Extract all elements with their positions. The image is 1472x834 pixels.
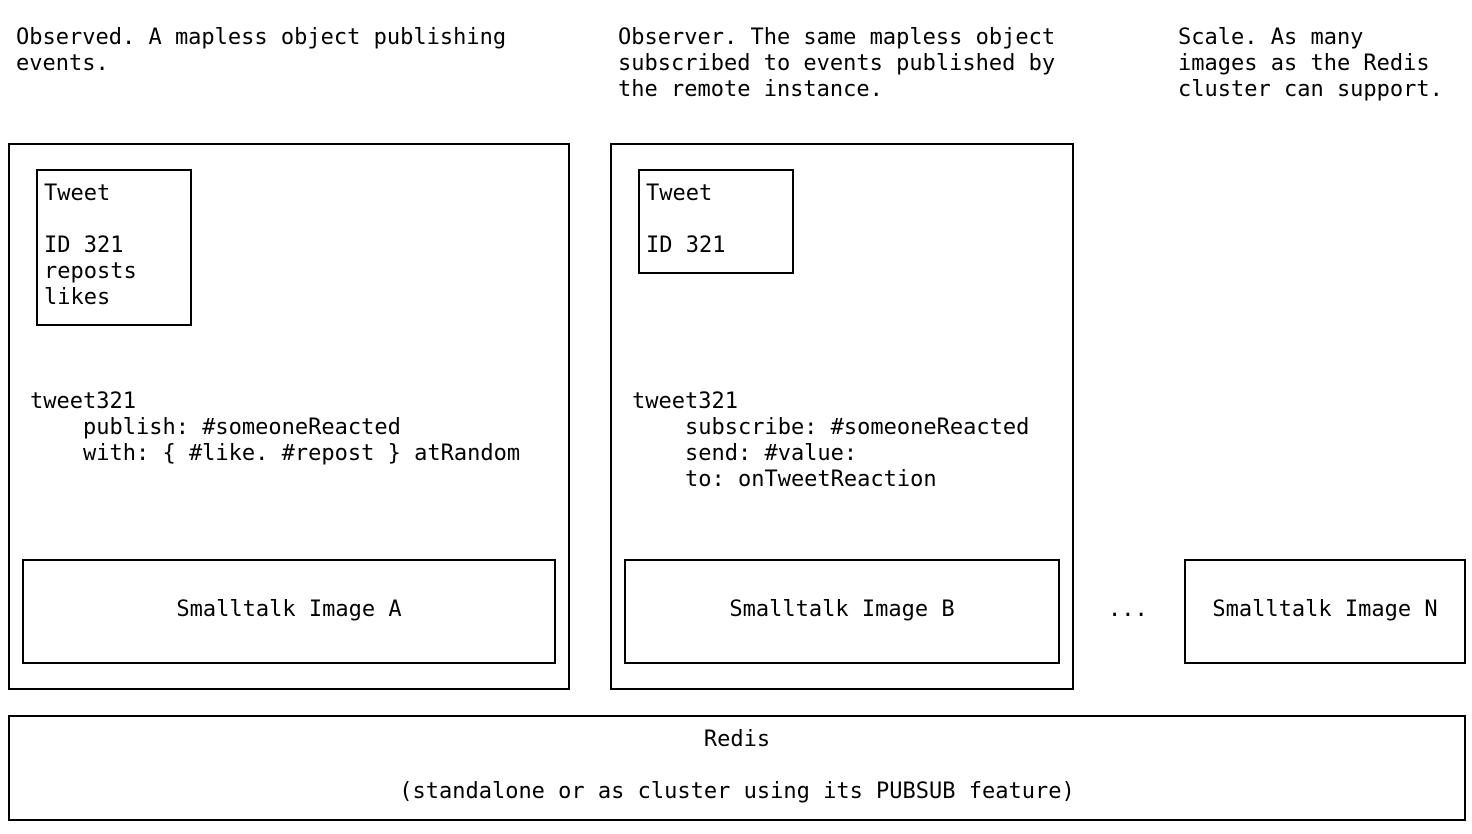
ellipsis: ... xyxy=(1108,597,1148,622)
caption-observed: Observed. A mapless object publishing ev… xyxy=(16,25,507,76)
image-a-code: tweet321 publish: #someoneReacted with: … xyxy=(30,389,521,466)
image-b-tweet-title: Tweet xyxy=(646,181,713,206)
image-b-label: Smalltalk Image B xyxy=(729,597,955,622)
image-b-code: tweet321 subscribe: #someoneReacted send… xyxy=(632,389,1030,492)
image-a-tweet-fields: ID 321 reposts likes xyxy=(44,233,137,310)
redis-subtitle: (standalone or as cluster using its PUBS… xyxy=(399,779,1075,804)
caption-observer: Observer. The same mapless object subscr… xyxy=(618,25,1056,102)
redis-box xyxy=(8,715,1466,821)
image-b-tweet-box xyxy=(638,169,794,274)
image-b-label-box xyxy=(624,559,1060,664)
image-a-tweet-title: Tweet xyxy=(44,181,111,206)
image-a-label: Smalltalk Image A xyxy=(176,597,402,622)
image-n-label-box xyxy=(1184,559,1466,664)
redis-title: Redis xyxy=(703,727,771,752)
image-a-label-box xyxy=(22,559,556,664)
image-b-tweet-fields: ID 321 xyxy=(646,233,726,258)
image-a-tweet-box xyxy=(36,169,192,326)
caption-scale: Scale. As many images as the Redis clust… xyxy=(1178,25,1443,102)
image-b-container xyxy=(610,143,1074,690)
image-a-container xyxy=(8,143,570,690)
image-n-label: Smalltalk Image N xyxy=(1212,597,1438,622)
